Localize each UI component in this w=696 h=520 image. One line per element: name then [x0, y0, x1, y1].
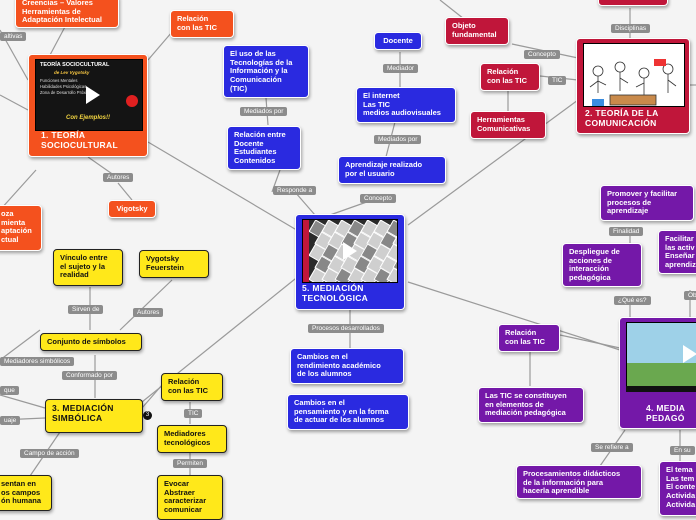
label-responde-a: Responde a [273, 186, 317, 195]
label-concepto-2: Concepto [524, 50, 560, 59]
play-icon[interactable] [86, 86, 100, 104]
thumbnail-author: de Lev Vygotsky [54, 70, 90, 75]
uso-tic-node[interactable]: El uso de las Tecnologías de la Informac… [223, 45, 309, 98]
simbolica-relacion-tic-node[interactable]: Relación con las TIC [161, 373, 223, 401]
label-se-refiere-a: Se refiere a [591, 443, 633, 452]
label-finalidad: Finalidad [609, 227, 644, 236]
vygotsky-feuerstein-node[interactable]: Vygotsky Feuerstein [139, 250, 209, 278]
label-mediador: Mediador [383, 64, 419, 73]
thumbnail-footer: Con Ejemplos!! [66, 115, 111, 121]
label-concepto: Concepto [360, 194, 396, 203]
aprendizaje-usuario-node[interactable]: Aprendizaje realizado por el usuario [338, 156, 446, 184]
comunicacion-cartoon-thumbnail[interactable] [583, 43, 685, 107]
label-tic: TIC [548, 76, 567, 85]
label-mediados-por: Mediados por [240, 107, 288, 116]
thumbnail-ground [627, 363, 696, 387]
label-en-su: En su [670, 446, 695, 455]
comunicacion-relacion-tic-node[interactable]: Relación con las TIC [480, 63, 540, 91]
mediacion-pedagogica-title: 4. MEDIA PEDAGÓ [646, 403, 686, 423]
docente-node[interactable]: Docente [374, 32, 422, 50]
procesamientos-didacticos-node[interactable]: Procesamientos didácticos de la informac… [516, 465, 642, 499]
pedagogica-relacion-tic-node[interactable]: Relación con las TIC [498, 324, 560, 352]
order-badge: 3 [143, 411, 152, 420]
teoria-sociocultural-title: 1. TEORÍA SOCIOCULTURAL [41, 130, 118, 150]
herramientas-comunicativas-node[interactable]: Herramientas Comunicativas [470, 111, 546, 139]
mediadores-tecnologicos-node[interactable]: Mediadores tecnológicos [157, 425, 227, 453]
label-permiten: Permiten [173, 459, 208, 468]
cartoon-people-icon [589, 58, 677, 106]
mediacion-tecnologica-title: 5. MEDIACIÓN TECNOLÓGICA [302, 283, 369, 303]
label-tic-2: TIC [184, 409, 203, 418]
adaptacion-intelectual-node[interactable]: Creencias – Valores Herramientas de Adap… [15, 0, 119, 28]
play-icon[interactable] [343, 242, 357, 260]
cambios-rendimiento-node[interactable]: Cambios en el rendimiento académico de l… [290, 348, 404, 384]
evocar-abstraer-node[interactable]: Evocar Abstraer caracterizar comunicar [157, 475, 223, 520]
facilitar-actividades-node[interactable]: Facilitar las activ Enseñar aprendiz [658, 230, 696, 274]
label-procesos-desarrollados: Procesos desarrollados [308, 324, 384, 333]
promover-aprendizaje-node[interactable]: Promover y facilitar procesos de aprendi… [600, 185, 694, 221]
teoria-comunicacion-node[interactable]: 2. TEORÍA DE LA COMUNICACIÓN [576, 38, 690, 134]
despliegue-acciones-node[interactable]: Despliegue de acciones de interacción pe… [562, 243, 642, 287]
pedagogica-video-thumbnail[interactable] [626, 322, 696, 388]
label-lenguaje: uaje [0, 416, 21, 425]
label-mediado-por-2: Mediados por [374, 135, 422, 144]
label-mediadores-simbolicos: Mediadores simbólicos [0, 357, 75, 366]
youtube-badge-icon [126, 95, 138, 107]
conjunto-simbolos-node[interactable]: Conjunto de símbolos [40, 333, 142, 351]
mediacion-simbolica-node[interactable]: 3. MEDIACIÓN SIMBÓLICA [45, 399, 143, 433]
sociocultural-video-thumbnail[interactable]: TEORÍA SOCIOCULTURAL de Lev Vygotsky Fun… [35, 59, 143, 131]
herramienta-partial-node[interactable]: oza mienta aptación ctual [0, 205, 42, 251]
label-sirven-de: Sirven de [68, 305, 104, 314]
internet-tic-node[interactable]: El internet Las TIC medios audiovisuales [356, 87, 456, 123]
label-conformado-por: Conformado por [62, 371, 117, 380]
tic-elementos-mediacion-node[interactable]: Las TIC se constituyen en elementos de m… [478, 387, 584, 423]
thumbnail-accent-bar [303, 220, 309, 282]
tecnologica-video-thumbnail[interactable] [302, 219, 398, 283]
label-ob: Ob [684, 291, 696, 300]
relacion-docente-node[interactable]: Relación entre Docente Estudiantes Conte… [227, 126, 301, 170]
sociocultural-relacion-tic-node[interactable]: Relación con las TIC [170, 10, 234, 38]
label-que: que [0, 386, 19, 395]
label-campo-accion: Campo de acción [20, 449, 79, 458]
thumbnail-title: TEORÍA SOCIOCULTURAL [40, 62, 110, 68]
label-que-es: ¿Qué es? [614, 296, 651, 305]
teoria-sociocultural-node[interactable]: TEORÍA SOCIOCULTURAL de Lev Vygotsky Fun… [28, 54, 148, 157]
objeto-fundamental-node[interactable]: Objeto fundamental [445, 17, 509, 45]
vigotsky-node[interactable]: Vigotsky [108, 200, 156, 218]
el-tema-node[interactable]: El tema Las tem El conte Activida Activi… [659, 461, 696, 516]
disciplinas-partial-node[interactable] [598, 0, 668, 6]
play-icon[interactable] [683, 345, 696, 363]
teoria-comunicacion-title: 2. TEORÍA DE LA COMUNICACIÓN [585, 108, 659, 128]
cambios-pensamiento-node[interactable]: Cambios en el pensamiento y en la forma … [287, 394, 409, 430]
label-autores: Autores [103, 173, 134, 182]
campos-accion-partial-node[interactable]: sentan en os campos ón humana [0, 475, 52, 511]
mediacion-tecnologica-node[interactable]: 5. MEDIACIÓN TECNOLÓGICA [295, 214, 405, 310]
label-disciplinas: Disciplinas [611, 24, 651, 33]
video-progress-bar[interactable] [626, 386, 696, 392]
vinculo-sujeto-node[interactable]: Vínculo entre el sujeto y la realidad [53, 249, 123, 286]
mediacion-pedagogica-node[interactable]: 4. MEDIA PEDAGÓ [619, 317, 696, 429]
label-alativas: altivas [0, 32, 27, 41]
thumbnail-topics: Funciones Mentales Habilidades Psicológi… [40, 78, 93, 95]
label-autores-2: Autores [133, 308, 164, 317]
